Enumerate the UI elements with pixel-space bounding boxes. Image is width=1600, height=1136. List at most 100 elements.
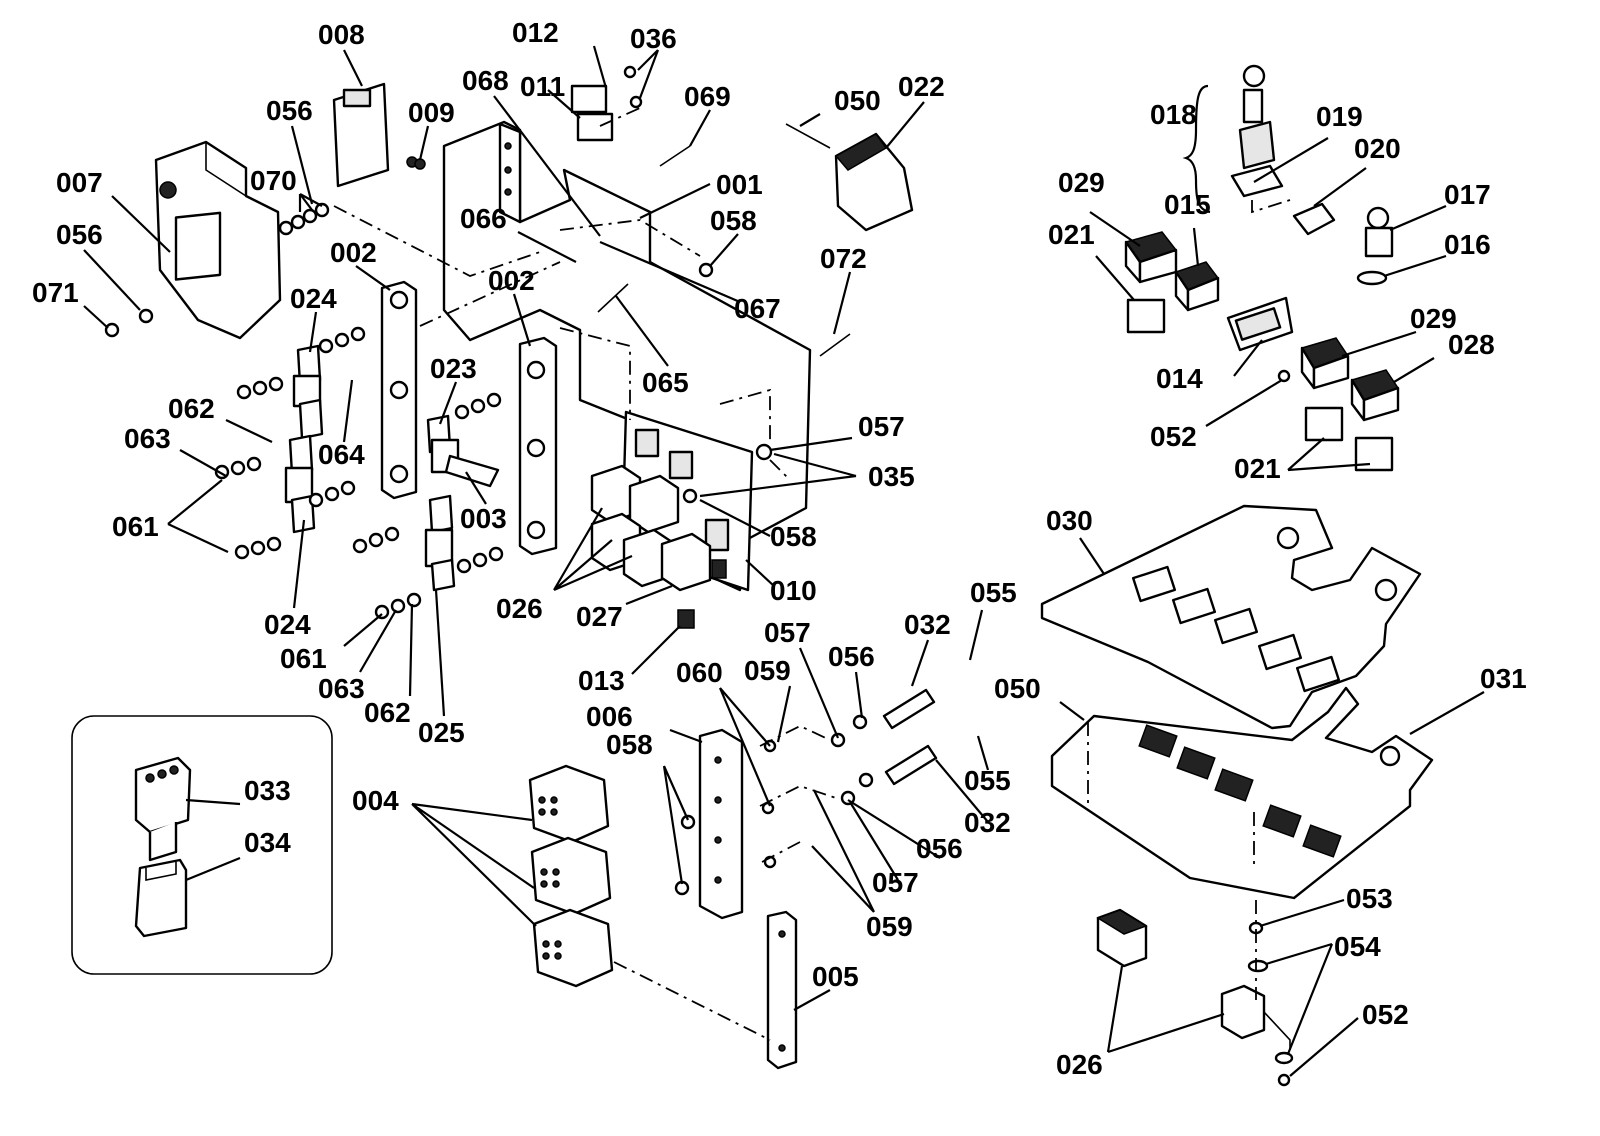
nut-057 bbox=[755, 443, 773, 461]
label-032-top: 032 bbox=[904, 609, 951, 640]
label-029-mid: 029 bbox=[1410, 303, 1457, 334]
label-056-mid: 056 bbox=[828, 641, 875, 672]
inset-box bbox=[71, 715, 333, 975]
label-024-top: 024 bbox=[290, 283, 337, 314]
label-003: 003 bbox=[460, 503, 507, 534]
label-068: 068 bbox=[462, 65, 509, 96]
label-061-bottom: 061 bbox=[280, 643, 327, 674]
screw-065 bbox=[597, 283, 629, 313]
label-010: 010 bbox=[770, 575, 817, 606]
fuse-025 bbox=[424, 494, 456, 592]
screw-052-top bbox=[1277, 369, 1291, 383]
cover-022 bbox=[785, 123, 914, 232]
label-058-bottom: 058 bbox=[606, 729, 653, 760]
label-026-cluster: 026 bbox=[496, 593, 543, 624]
switch-015 bbox=[1174, 261, 1220, 312]
busbar-002-left bbox=[380, 280, 418, 500]
mount-014 bbox=[1226, 296, 1294, 352]
label-024-bottom: 024 bbox=[264, 609, 311, 640]
label-054: 054 bbox=[1334, 931, 1381, 962]
label-017: 017 bbox=[1444, 179, 1491, 210]
strip-005 bbox=[766, 910, 798, 1070]
label-011: 011 bbox=[520, 71, 565, 102]
nut-036-a bbox=[623, 65, 637, 79]
plate-006 bbox=[698, 728, 744, 920]
label-067: 067 bbox=[734, 293, 781, 324]
label-052-top: 052 bbox=[1150, 421, 1197, 452]
label-058-top: 058 bbox=[710, 205, 757, 236]
relay-004-top bbox=[528, 764, 610, 844]
label-057-right: 057 bbox=[858, 411, 905, 442]
label-065: 065 bbox=[642, 367, 689, 398]
label-056-left: 056 bbox=[56, 219, 103, 250]
label-062-bottom: 062 bbox=[364, 697, 411, 728]
label-032-bottom: 032 bbox=[964, 807, 1011, 838]
label-021-bottom: 021 bbox=[1234, 453, 1281, 484]
relay-004-mid bbox=[530, 836, 612, 916]
connector-020 bbox=[1292, 202, 1336, 236]
connector-034 bbox=[134, 858, 188, 938]
switch-029-top bbox=[1124, 231, 1178, 284]
label-058-mid: 058 bbox=[770, 521, 817, 552]
fuse-024-lower bbox=[284, 434, 316, 534]
label-036: 036 bbox=[630, 23, 677, 54]
label-059-bottom: 059 bbox=[866, 911, 913, 942]
label-001: 001 bbox=[716, 169, 763, 200]
busbar-002-right bbox=[518, 336, 558, 556]
label-016: 016 bbox=[1444, 229, 1491, 260]
label-004: 004 bbox=[352, 785, 399, 816]
label-059-top: 059 bbox=[744, 655, 791, 686]
label-029-top: 029 bbox=[1058, 167, 1105, 198]
label-050-top: 050 bbox=[834, 85, 881, 116]
switch-028 bbox=[1350, 369, 1400, 422]
screw-069 bbox=[659, 145, 691, 167]
label-027: 027 bbox=[576, 601, 623, 632]
label-021-top: 021 bbox=[1048, 219, 1095, 250]
label-053: 053 bbox=[1346, 883, 1393, 914]
label-025: 025 bbox=[418, 717, 465, 748]
assembly-lines bbox=[333, 107, 1291, 1041]
nut-058-top bbox=[698, 262, 714, 278]
label-008: 008 bbox=[318, 19, 365, 50]
screw-052-bottom bbox=[1277, 1073, 1291, 1087]
label-035: 035 bbox=[868, 461, 915, 492]
label-064: 064 bbox=[318, 439, 365, 470]
label-055-top: 055 bbox=[970, 577, 1017, 608]
board-008 bbox=[332, 82, 390, 188]
label-057-top: 057 bbox=[764, 617, 811, 648]
washer-054-b bbox=[1274, 1051, 1294, 1065]
label-006: 006 bbox=[586, 701, 633, 732]
fuse-024-upper bbox=[292, 344, 324, 440]
label-023: 023 bbox=[430, 353, 477, 384]
washer-rows bbox=[214, 326, 504, 620]
leader-lines bbox=[83, 45, 1485, 1077]
label-013: 013 bbox=[578, 665, 625, 696]
label-018: 018 bbox=[1150, 99, 1197, 130]
screw-072 bbox=[819, 333, 851, 357]
label-022: 022 bbox=[898, 71, 945, 102]
plate-030 bbox=[1040, 504, 1422, 730]
label-066: 066 bbox=[460, 203, 507, 234]
washer-056 bbox=[138, 308, 154, 324]
label-061-left: 061 bbox=[112, 511, 159, 542]
label-070: 070 bbox=[250, 165, 297, 196]
washer-054 bbox=[1247, 959, 1269, 973]
cover-007 bbox=[154, 140, 282, 340]
washer-stack-070 bbox=[278, 202, 330, 236]
nut-036-b bbox=[629, 95, 643, 109]
clip-013 bbox=[677, 609, 695, 629]
label-020: 020 bbox=[1354, 133, 1401, 164]
label-012: 012 bbox=[512, 17, 559, 48]
keyswitch-018 bbox=[1238, 64, 1276, 170]
label-005: 005 bbox=[812, 961, 859, 992]
relay-026-loose bbox=[1096, 908, 1148, 968]
relay-004-bottom bbox=[532, 908, 614, 988]
switch-017 bbox=[1364, 206, 1394, 258]
label-031: 031 bbox=[1480, 663, 1527, 694]
label-056-top: 056 bbox=[266, 95, 313, 126]
label-007: 007 bbox=[56, 167, 103, 198]
label-030: 030 bbox=[1046, 505, 1093, 536]
label-057-bottom: 057 bbox=[872, 867, 919, 898]
